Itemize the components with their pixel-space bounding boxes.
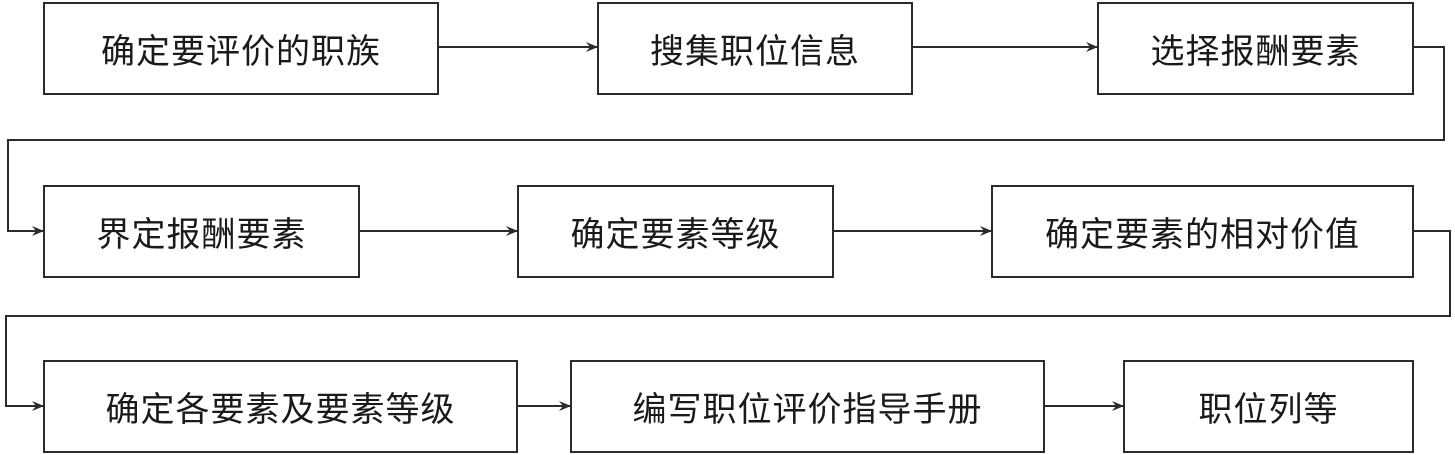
step-label-7: 确定各要素及要素等级 xyxy=(105,390,456,430)
step-label-4: 界定报酬要素 xyxy=(96,215,307,255)
step-label-3: 选择报酬要素 xyxy=(1150,32,1361,72)
step-box-8: 编写职位评价指导手册 xyxy=(570,360,1045,453)
step-box-3: 选择报酬要素 xyxy=(1097,2,1414,95)
step-label-9: 职位列等 xyxy=(1198,390,1339,430)
step-label-1: 确定要评价的职族 xyxy=(101,32,381,72)
step-box-4: 界定报酬要素 xyxy=(43,185,360,278)
step-label-8: 编写职位评价指导手册 xyxy=(632,390,983,430)
step-box-6: 确定要素的相对价值 xyxy=(991,185,1414,278)
arrow-step3-to-step4 xyxy=(7,46,1445,236)
step-label-6: 确定要素的相对价值 xyxy=(1045,215,1360,255)
step-label-5: 确定要素等级 xyxy=(570,215,781,255)
step-box-9: 职位列等 xyxy=(1123,360,1414,453)
step-label-2: 搜集职位信息 xyxy=(650,32,860,72)
step-box-5: 确定要素等级 xyxy=(517,185,834,278)
step-box-7: 确定各要素及要素等级 xyxy=(43,360,518,453)
arrow-step6-to-step7 xyxy=(5,230,1451,411)
step-box-1: 确定要评价的职族 xyxy=(43,2,439,95)
step-box-2: 搜集职位信息 xyxy=(597,2,913,95)
